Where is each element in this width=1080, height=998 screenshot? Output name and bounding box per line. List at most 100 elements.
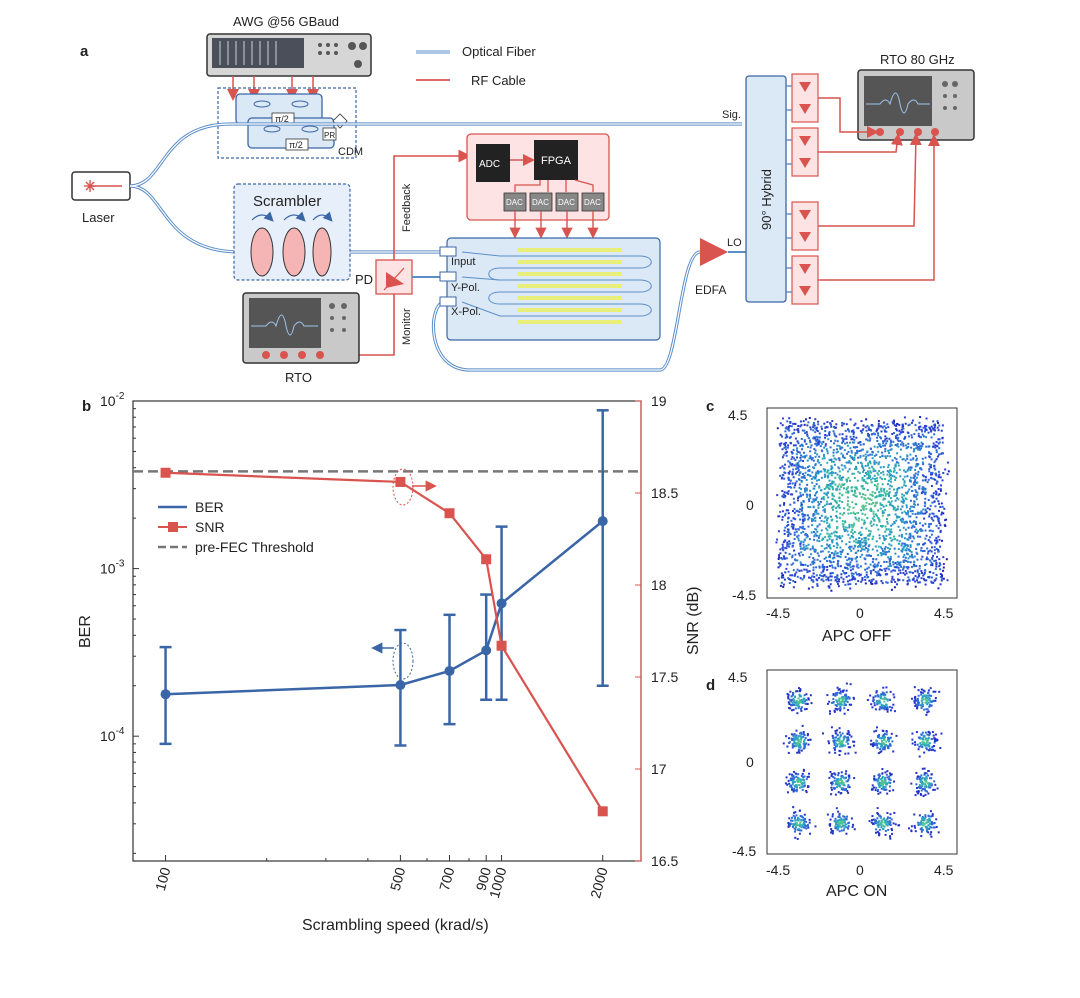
c-sample-point [797, 552, 800, 555]
c-sample-point [806, 466, 809, 469]
c-sample-point [894, 494, 897, 497]
c-sample-point [939, 488, 942, 491]
c-sample-point [928, 426, 931, 429]
d-sample-point [917, 702, 920, 705]
c-sample-point [877, 434, 880, 437]
d-sample-point [921, 819, 924, 822]
c-sample-point [845, 437, 848, 440]
c-sample-point [925, 510, 928, 513]
c-sample-point [845, 543, 848, 546]
c-sample-point [799, 425, 802, 428]
c-sample-point [938, 538, 941, 541]
c-sample-point [890, 480, 893, 483]
d-sample-point [847, 742, 850, 745]
c-sample-point [840, 576, 843, 579]
c-sample-point [929, 529, 932, 532]
c-sample-point [791, 456, 794, 459]
c-sample-point [910, 485, 913, 488]
c-sample-point [825, 486, 828, 489]
c-sample-point [899, 508, 902, 511]
c-sample-point [837, 565, 840, 568]
d-sample-point [893, 710, 896, 713]
lo-label: LO [727, 237, 742, 249]
c-sample-point [925, 579, 928, 582]
c-sample-point [865, 455, 868, 458]
d-sample-point [885, 783, 888, 786]
c-sample-point [908, 549, 911, 552]
dac-label-3: DAC [558, 198, 575, 207]
d-sample-point [938, 690, 941, 693]
d-sample-point [929, 777, 932, 780]
d-sample-point [839, 820, 842, 823]
c-sample-point [914, 570, 917, 573]
c-sample-point [939, 505, 942, 508]
c-sample-point [943, 519, 946, 522]
d-sample-point [800, 707, 803, 710]
c-sample-point [841, 549, 844, 552]
c-sample-point [796, 447, 799, 450]
d-sample-point [797, 748, 800, 751]
d-sample-point [921, 821, 924, 824]
c-sample-point [787, 490, 790, 493]
c-sample-point [902, 526, 905, 529]
c-sample-point [836, 562, 839, 565]
d-sample-point [920, 786, 923, 789]
d-sample-point [843, 736, 846, 739]
c-sample-point [924, 563, 927, 566]
c-sample-point [803, 423, 806, 426]
c-sample-point [870, 471, 873, 474]
c-sample-point [861, 553, 864, 556]
d-sample-point [798, 825, 801, 828]
c-sample-point [938, 447, 941, 450]
c-sample-point [926, 481, 929, 484]
c-sample-point [825, 527, 828, 530]
c-sample-point [890, 504, 893, 507]
c-sample-point [860, 496, 863, 499]
c-sample-point [788, 417, 791, 420]
c-sample-point [865, 438, 868, 441]
c-sample-point [891, 538, 894, 541]
d-sample-point [883, 748, 886, 751]
c-sample-point [863, 523, 866, 526]
c-sample-point [830, 579, 833, 582]
d-sample-point [880, 826, 883, 829]
c-sample-point [806, 495, 809, 498]
d-sample-point [877, 695, 880, 698]
d-sample-point [885, 691, 888, 694]
b-ytick-label: 10-4 [100, 726, 125, 744]
c-sample-point [905, 498, 908, 501]
d-sample-point [922, 824, 925, 827]
d-sample-point [785, 776, 788, 779]
d-sample-point [917, 694, 920, 697]
c-sample-point [905, 566, 908, 569]
d-sample-point [916, 697, 919, 700]
c-sample-point [830, 465, 833, 468]
c-sample-point [903, 480, 906, 483]
c-sample-point [859, 565, 862, 568]
c-sample-point [814, 473, 817, 476]
c-sample-point [864, 426, 867, 429]
c-sample-point [863, 519, 866, 522]
d-sample-point [841, 774, 844, 777]
c-sample-point [858, 517, 861, 520]
c-sample-point [918, 448, 921, 451]
c-sample-point [884, 569, 887, 572]
c-sample-point [820, 571, 823, 574]
c-sample-point [826, 529, 829, 532]
c-sample-point [933, 515, 936, 518]
d-sample-point [845, 780, 848, 783]
d-sample-point [830, 830, 833, 833]
c-sample-point [935, 458, 938, 461]
c-sample-point [814, 463, 817, 466]
c-sample-point [808, 474, 811, 477]
c-sample-point [887, 514, 890, 517]
d-sample-point [838, 754, 841, 757]
c-sample-point [829, 535, 832, 538]
c-sample-point [828, 585, 831, 588]
c-ytick-top: 4.5 [728, 407, 748, 423]
c-sample-point [875, 540, 878, 543]
c-sample-point [889, 497, 892, 500]
d-sample-point [933, 741, 936, 744]
c-sample-point [939, 484, 942, 487]
d-sample-point [913, 824, 916, 827]
